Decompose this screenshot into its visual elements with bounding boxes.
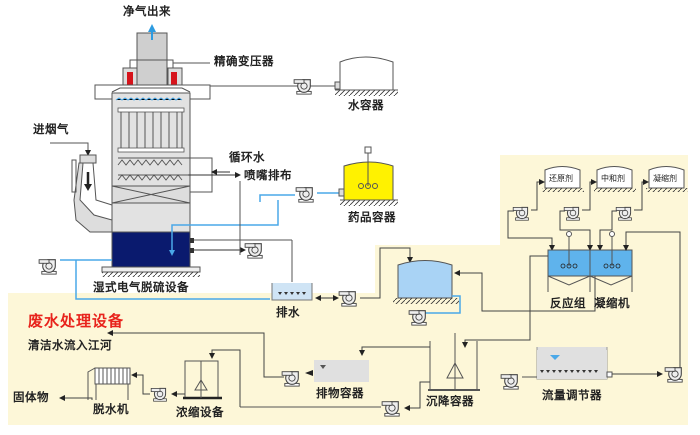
label-nozzle-distribution: 喷嘴排布 <box>244 168 292 182</box>
thickener-dewatering <box>59 349 241 407</box>
label-precision-transformer: 精确变压器 <box>214 54 274 68</box>
discharge-container <box>107 330 369 387</box>
label-flow-regulator: 流量调节器 <box>542 388 602 402</box>
wet-esp-tower <box>38 24 292 300</box>
flow-regulator <box>500 347 683 390</box>
clean-gas-arrow-icon <box>148 24 156 40</box>
reaction-coagulator <box>462 231 681 371</box>
label-solids: 固体物 <box>13 390 49 404</box>
label-reagent-1: 还原剂 <box>549 174 573 183</box>
label-settling-container: 沉降容器 <box>426 394 474 408</box>
label-wet-esp-desulfurization: 湿式电气脱硫设备 <box>93 280 189 294</box>
label-dewatering-machine: 脱水机 <box>93 402 129 416</box>
drainage-basin <box>271 247 413 307</box>
label-reagent-2: 中和剂 <box>601 174 625 183</box>
reagent-tanks <box>507 166 688 251</box>
label-water-container: 水容器 <box>348 98 384 112</box>
label-discharge-container: 排物容器 <box>316 386 364 400</box>
label-reagent-3: 凝缩剂 <box>653 174 677 183</box>
reagent-tank-1 <box>507 166 584 251</box>
label-coagulator: 凝缩机 <box>594 296 630 310</box>
mid-storage-tank <box>393 250 596 326</box>
chemical-container <box>239 146 398 282</box>
reagent-tank-2 <box>559 166 636 251</box>
reagent-tank-3 <box>597 166 688 251</box>
label-clean-water-to-river: 清洁水流入江河 <box>28 338 112 352</box>
label-circulating-water: 循环水 <box>229 150 265 164</box>
label-chemical-container: 药品容器 <box>348 210 396 224</box>
label-thickening-equipment: 浓缩设备 <box>176 405 224 419</box>
wastewater-panel-bg <box>8 155 688 425</box>
section-title: 废水处理设备 <box>28 312 125 330</box>
label-reaction-group: 反应组 <box>550 296 586 310</box>
settling-container <box>240 333 480 417</box>
label-clean-gas-out: 净气出来 <box>123 4 171 18</box>
water-container <box>210 56 398 96</box>
label-drainage: 排水 <box>276 305 300 319</box>
label-flue-gas-in: 进烟气 <box>33 122 69 136</box>
